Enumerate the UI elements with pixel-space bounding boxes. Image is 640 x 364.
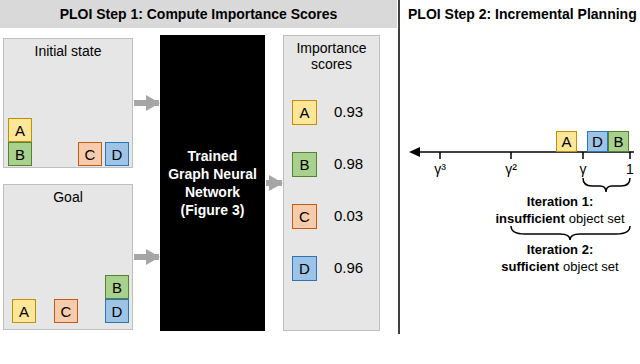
- block-letter: A: [561, 133, 571, 150]
- header-band: PLOI Step 1: Compute Importance Scores: [0, 0, 397, 28]
- tick-label: γ: [580, 161, 587, 177]
- block: B: [105, 275, 129, 299]
- note-text: object set: [563, 259, 619, 274]
- tick-label: 1: [626, 161, 634, 177]
- node-text: Trained Graph Neural Network (Figure 3): [168, 147, 257, 220]
- block-letter: A: [15, 122, 25, 139]
- score-value: 0.93: [334, 103, 363, 120]
- block: B: [8, 142, 32, 166]
- tick-label: γ²: [505, 161, 517, 177]
- block: D: [105, 142, 129, 166]
- block: C: [78, 142, 102, 166]
- node-text: PLOI Step 1: Compute Importance Scores: [60, 6, 338, 22]
- block: D: [105, 299, 129, 323]
- block-letter: C: [85, 146, 96, 163]
- block-letter: D: [112, 146, 123, 163]
- note-text: insufficient: [496, 211, 565, 226]
- note-text: sufficient: [501, 259, 559, 274]
- flow-arrow: [134, 254, 159, 260]
- note-text: object set: [569, 211, 625, 226]
- note-text: Iteration 1:: [527, 194, 593, 209]
- score-value: 0.98: [334, 155, 363, 172]
- block-letter: B: [15, 146, 25, 163]
- block-letter: A: [299, 104, 309, 121]
- brace: [583, 178, 630, 192]
- note-line: Iteration 2:: [484, 242, 636, 259]
- block: C: [292, 204, 317, 229]
- scores-panel: Importance scoresA B C D: [283, 35, 380, 331]
- score-value: 0.96: [334, 259, 363, 276]
- block-letter: D: [299, 260, 310, 277]
- node-text: Initial state: [35, 43, 102, 59]
- iteration-note: Iteration 2: sufficient object set: [484, 242, 636, 276]
- divider: [398, 0, 400, 334]
- block-letter: D: [592, 133, 603, 150]
- block: B: [608, 131, 629, 152]
- note-line: insufficient object set: [484, 211, 636, 228]
- block: B: [292, 152, 317, 177]
- score-value: 0.03: [334, 207, 363, 224]
- tick-label: γ³: [434, 161, 446, 177]
- block-letter: B: [299, 156, 309, 173]
- note-line: sufficient object set: [484, 259, 636, 276]
- block: C: [54, 299, 78, 323]
- block: A: [556, 131, 577, 152]
- flow-arrow: [266, 180, 282, 186]
- block-letter: C: [61, 303, 72, 320]
- note-text: Iteration 2:: [527, 242, 593, 257]
- network-box: Trained Graph Neural Network (Figure 3): [160, 35, 265, 331]
- state-panel: Initial stateAB CD: [3, 38, 133, 168]
- block-letter: C: [299, 208, 310, 225]
- flow-arrow: [134, 100, 159, 106]
- block: D: [292, 256, 317, 281]
- block-letter: B: [112, 279, 122, 296]
- block-letter: B: [613, 133, 623, 150]
- step-heading: PLOI Step 2: Incremental Planning: [408, 6, 637, 22]
- block: A: [12, 299, 36, 323]
- iteration-note: Iteration 1: insufficient object set: [484, 194, 636, 228]
- note-line: Iteration 1:: [484, 194, 636, 211]
- brace: [511, 226, 630, 240]
- block: A: [292, 100, 317, 125]
- block-letter: D: [112, 303, 123, 320]
- node-text: Importance scores: [296, 40, 366, 72]
- block: D: [587, 131, 608, 152]
- node-text: Goal: [53, 189, 83, 205]
- block-letter: A: [19, 303, 29, 320]
- block: A: [8, 118, 32, 142]
- goal-panel: GoalA C BD: [3, 184, 133, 330]
